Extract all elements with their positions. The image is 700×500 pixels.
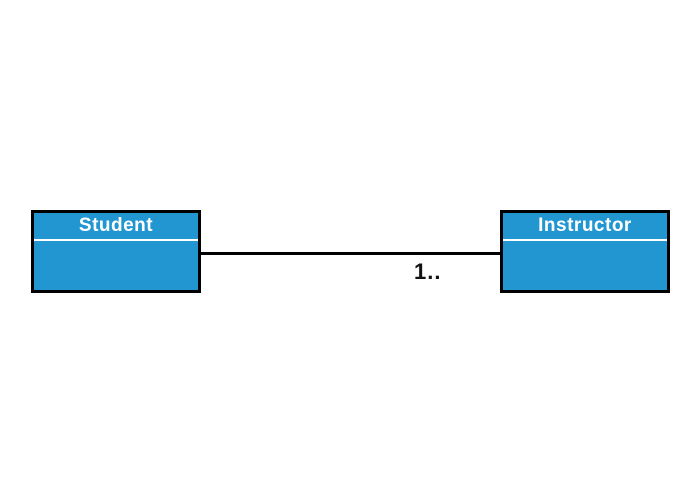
class-name-student: Student: [78, 215, 154, 236]
class-divider: [503, 239, 667, 241]
class-attributes-section: [34, 241, 198, 290]
class-name-instructor: Instructor: [538, 215, 632, 236]
class-attributes-section: [503, 241, 667, 290]
class-divider: [34, 239, 198, 241]
association-line[interactable]: [201, 252, 500, 255]
class-box-instructor[interactable]: Instructor: [500, 210, 670, 293]
class-box-student[interactable]: Student: [31, 210, 201, 293]
multiplicity-label: 1..: [414, 259, 442, 284]
